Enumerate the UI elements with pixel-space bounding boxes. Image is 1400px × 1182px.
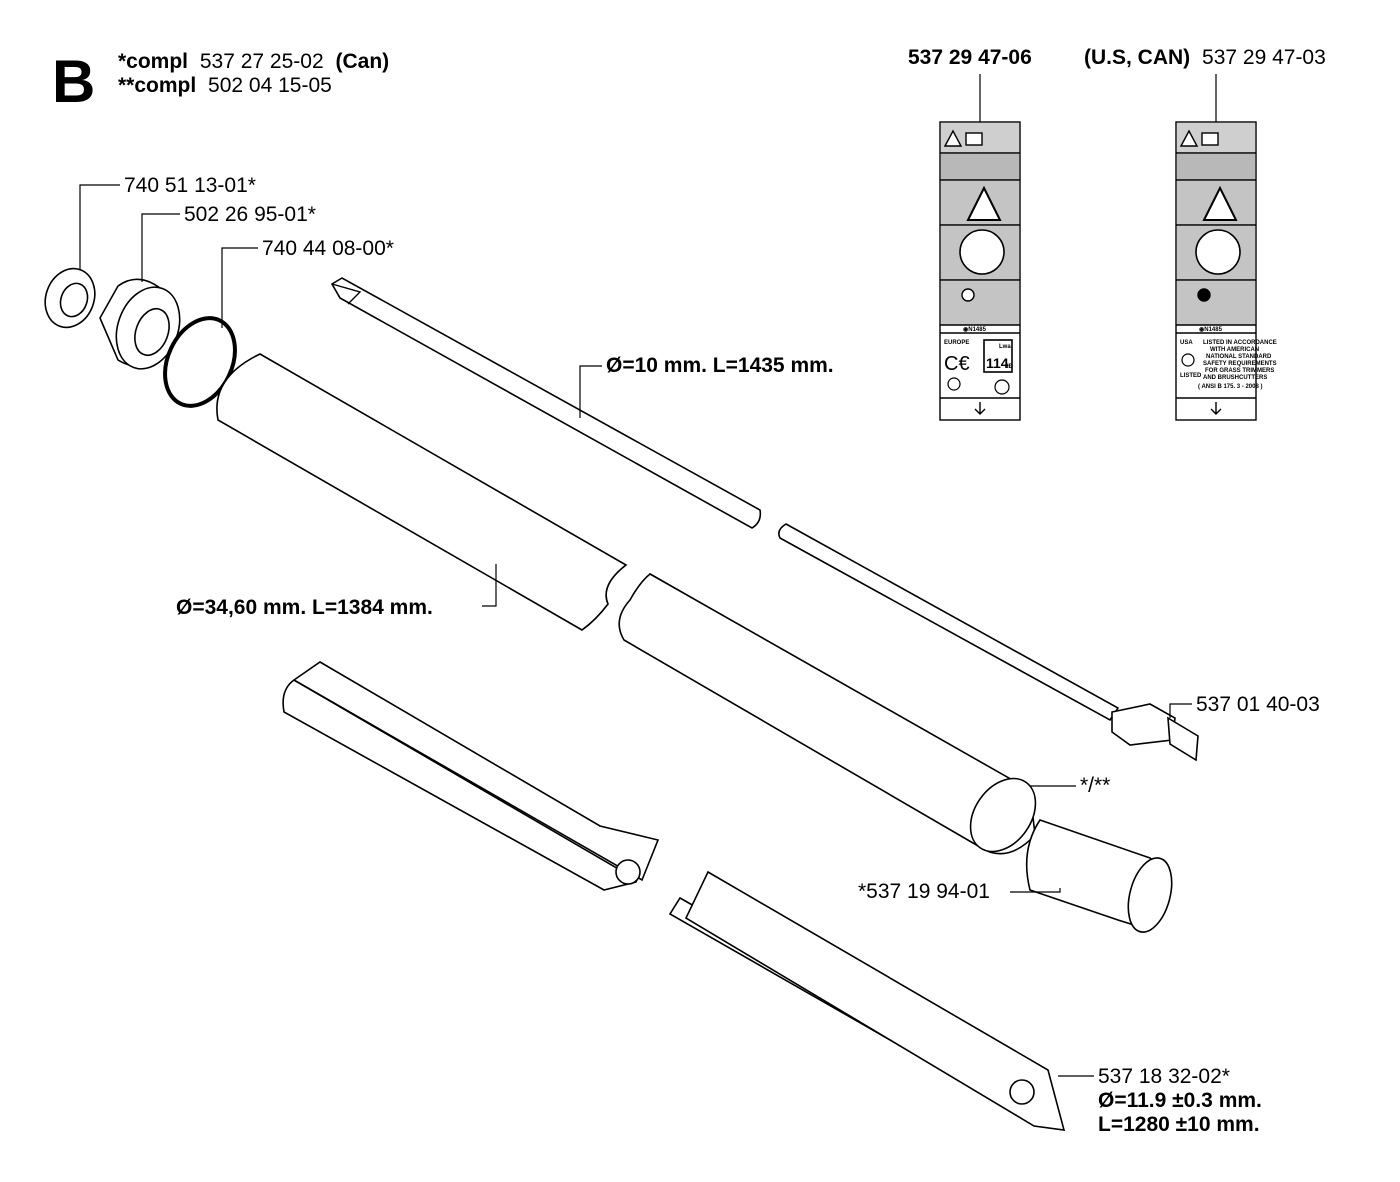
label-liner-number: 537 18 32-02* — [1098, 1065, 1230, 1088]
label-liner-diameter: Ø=11.9 ±0.3 mm. — [1098, 1089, 1262, 1112]
label-liner-length: L=1280 ±10 mm. — [1098, 1113, 1260, 1136]
pct-mark-icon — [947, 377, 961, 391]
noise-value: 114 — [986, 355, 1009, 371]
header-line-1: *compl 537 27 25-02 (Can) — [118, 50, 389, 73]
operator-circle-icon — [959, 229, 1005, 275]
arrow-down-icon — [1210, 402, 1222, 415]
label-right-number: 537 29 47-03 — [1202, 46, 1326, 69]
sleeve-part — [1025, 819, 1173, 933]
usa-text-3: SAFETY REQUIREMENTS — [1203, 361, 1277, 367]
bushing-part — [99, 278, 181, 370]
label-number-right: (U.S, CAN) 537 29 47-03 — [1084, 46, 1326, 69]
label-sleeve: *537 19 94-01 — [858, 880, 990, 903]
ul-listed: LISTED — [1180, 373, 1202, 379]
usa-text-1: WITH AMERICAN — [1210, 347, 1259, 353]
hazard-triangle-icon — [966, 185, 1002, 221]
section-letter: B — [52, 48, 95, 115]
noise-db: dB — [1005, 364, 1014, 370]
label-right-prefix: (U.S, CAN) — [1084, 46, 1190, 69]
usa-text-5: AND BRUSHCUTTERS — [1203, 375, 1267, 381]
label-number-left: 537 29 47-06 — [908, 46, 1032, 69]
compl-number-1: 537 27 25-02 — [200, 50, 324, 73]
bearing-part — [44, 267, 96, 329]
decal-code-right: ◉N1485 — [1199, 327, 1223, 333]
gost-mark-icon — [994, 379, 1010, 395]
decal-region-usa: USA — [1180, 340, 1193, 346]
compl-prefix-2: **compl — [118, 74, 196, 97]
label-tube-assembly: */** — [1080, 774, 1110, 797]
compl-prefix-1: *compl — [118, 50, 188, 73]
usa-text-0: LISTED IN ACCORDANCE — [1203, 340, 1277, 346]
warning-triangle-icon — [943, 129, 963, 147]
warning-triangle-icon — [1179, 129, 1199, 147]
label-oring: 740 44 08-00* — [262, 237, 394, 260]
shaft-end-part — [1111, 703, 1199, 762]
compl-number-2: 502 04 15-05 — [208, 74, 332, 97]
decal-code-left: ◉N1485 — [963, 327, 987, 333]
label-bushing: 502 26 95-01* — [184, 203, 316, 226]
usa-text-6: ( ANSI B 175. 3 - 2008 ) — [1198, 384, 1262, 390]
usa-text-4: FOR GRASS TRIMMERS — [1205, 368, 1274, 374]
ul-mark-icon — [1181, 353, 1195, 367]
blade-icon — [961, 288, 975, 302]
usa-text-2: NATIONAL STANDARD — [1206, 354, 1272, 360]
drive-shaft-upper — [330, 277, 762, 529]
label-shaft-end: 537 01 40-03 — [1196, 693, 1320, 716]
tube-section-lower — [618, 572, 1037, 855]
drive-shaft-lower — [778, 523, 1120, 722]
operator-circle-icon — [1195, 229, 1241, 275]
header-line-2: **compl 502 04 15-05 — [118, 74, 332, 97]
decal-usa: ◉N1485 USA LISTED LISTED IN ACCORDANCE W… — [1175, 121, 1277, 421]
liner-upper — [282, 661, 660, 891]
ce-mark: C€ — [944, 353, 970, 375]
label-drive-shaft: Ø=10 mm. L=1435 mm. — [606, 354, 834, 377]
arrow-down-icon — [974, 402, 986, 415]
label-tube: Ø=34,60 mm. L=1384 mm. — [176, 596, 433, 619]
liner-lower — [668, 870, 1066, 1131]
noise-unit: Lwa — [999, 344, 1011, 350]
decal-region-europe: EUROPE — [944, 340, 969, 346]
manual-book-icon — [965, 132, 983, 146]
label-bearing: 740 51 13-01* — [124, 174, 256, 197]
decal-europe: ◉N1485 EUROPE C€ Lwa 114 dB — [939, 121, 1021, 421]
hazard-triangle-icon — [1202, 185, 1238, 221]
compl-suffix-1: (Can) — [335, 50, 389, 73]
tube-section-upper — [216, 353, 628, 631]
manual-book-icon — [1201, 132, 1219, 146]
blade-icon — [1197, 288, 1211, 302]
